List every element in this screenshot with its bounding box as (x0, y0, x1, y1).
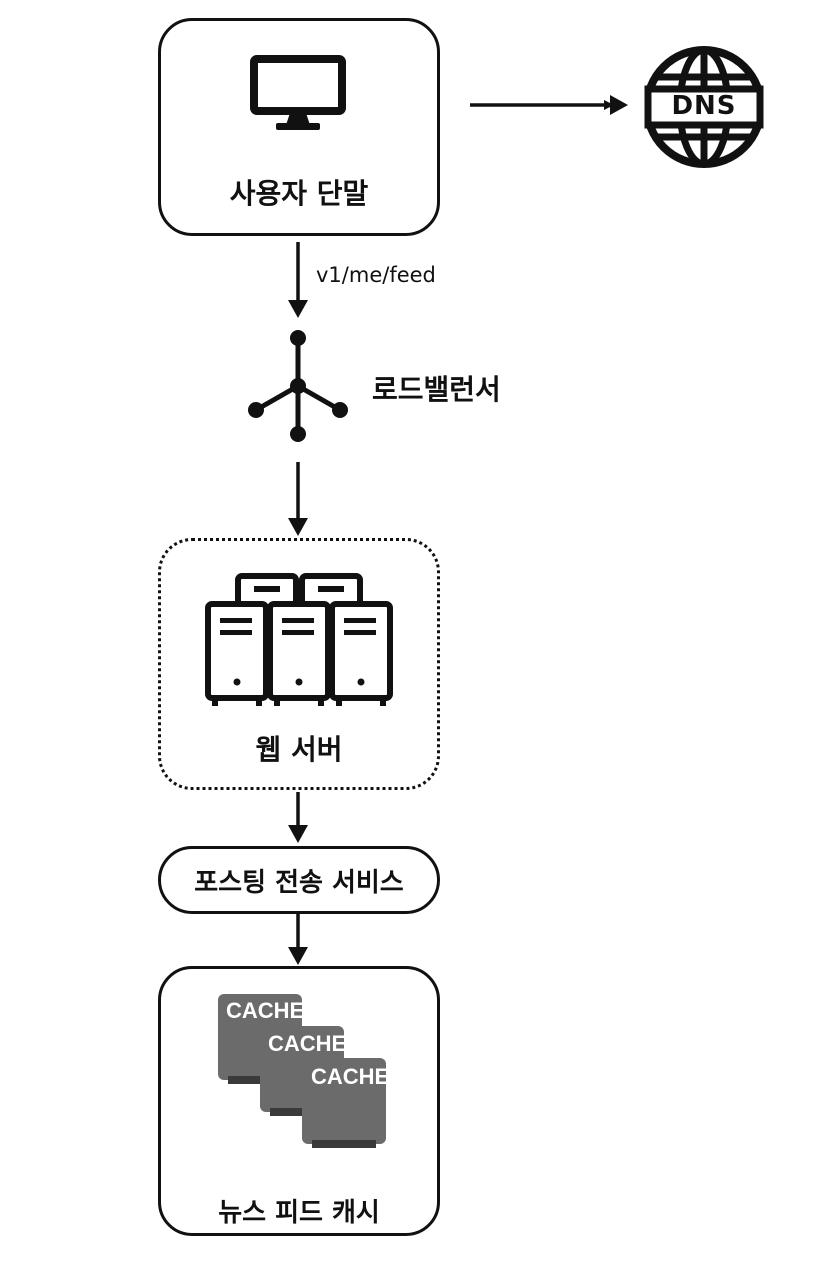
web-servers-label: 웹 서버 (255, 733, 343, 766)
dns-label: DNS (671, 91, 737, 121)
edge-label-v1-me-feed: v1/me/feed (316, 263, 436, 287)
globe-icon (642, 46, 766, 168)
cache-tag-2: CACHE (268, 1031, 347, 1056)
cache-block-3 (302, 1058, 386, 1148)
cache-tag-1: CACHE (226, 998, 305, 1023)
load-balancer-label: 로드밸런서 (372, 373, 501, 406)
client-label: 사용자 단말 (229, 177, 369, 210)
server-rack-icon (205, 573, 393, 706)
load-balancer-icon (248, 330, 348, 442)
post-delivery-service-node (158, 846, 440, 914)
post-delivery-service-label: 포스팅 전송 서비스 (194, 868, 404, 898)
news-feed-cache-label: 뉴스 피드 캐시 (218, 1198, 380, 1228)
cache-tag-3: CACHE (311, 1064, 390, 1089)
cache-icon (218, 994, 386, 1148)
monitor-icon (250, 55, 346, 130)
